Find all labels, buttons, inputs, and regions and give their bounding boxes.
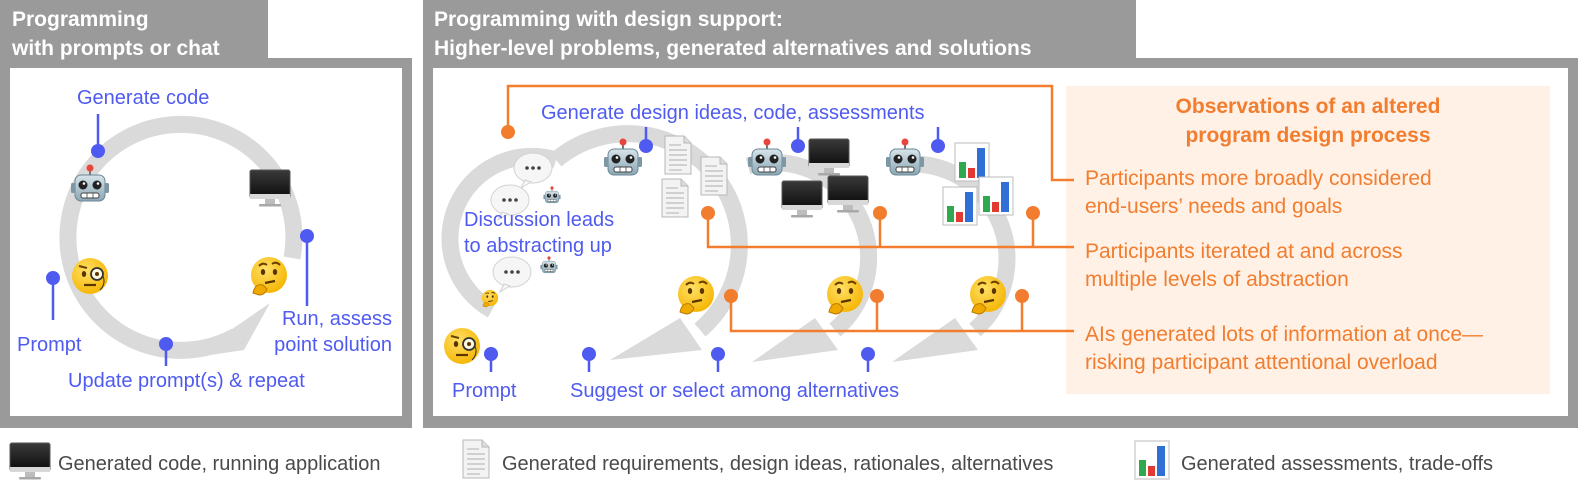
run-assess-label: Run, assess point solution [270,306,392,358]
observation-3-line2: risking participant attentional overload [1085,351,1438,374]
suggest-select-label: Suggest or select among alternatives [570,380,900,402]
legend-code-label: Generated code, running application [58,453,381,475]
prompt-label-right: Prompt [452,380,517,402]
observation-item: Participants iterated at and across mult… [1085,238,1403,294]
observation-item: AIs generated lots of information at onc… [1085,321,1483,377]
legend-assessments-label: Generated assessments, trade-offs [1181,453,1494,475]
observation-item: Participants more broadly considered end… [1085,165,1432,221]
run-assess-line1: Run, assess [281,308,392,330]
observation-2-line2: multiple levels of abstraction [1085,268,1349,291]
update-prompts-label: Update prompt(s) & repeat [68,370,305,392]
discussion-line2: to abstracting up [464,235,612,257]
observations-title: Observations of an altered program desig… [1066,92,1550,150]
left-panel-title-line1: Programming [12,8,149,31]
generate-design-label: Generate design ideas, code, assessments [541,102,925,124]
observation-1-line2: end-users’ needs and goals [1085,195,1343,218]
legend-requirements-label: Generated requirements, design ideas, ra… [502,453,1054,475]
observation-2-line1: Participants iterated at and across [1085,240,1403,263]
observation-1-line1: Participants more broadly considered [1085,167,1432,190]
observations-title-line1: Observations of an altered [1175,95,1441,118]
left-panel-title: Programming with prompts or chat [12,5,220,63]
run-assess-line2: point solution [274,334,392,356]
prompt-label-left: Prompt [17,334,82,356]
left-panel-title-line2: with prompts or chat [12,37,220,60]
discussion-line1: Discussion leads [464,209,615,231]
observations-title-line2: program design process [1185,124,1431,147]
right-panel-title-line1: Programming with design support: [434,8,783,31]
generate-code-label: Generate code [77,87,210,109]
right-panel-title-line2: Higher-level problems, generated alterna… [434,37,1032,60]
discussion-label: Discussion leads to abstracting up [464,207,614,259]
right-panel-title: Programming with design support: Higher-… [434,5,1032,63]
observation-3-line1: AIs generated lots of information at onc… [1085,323,1484,346]
